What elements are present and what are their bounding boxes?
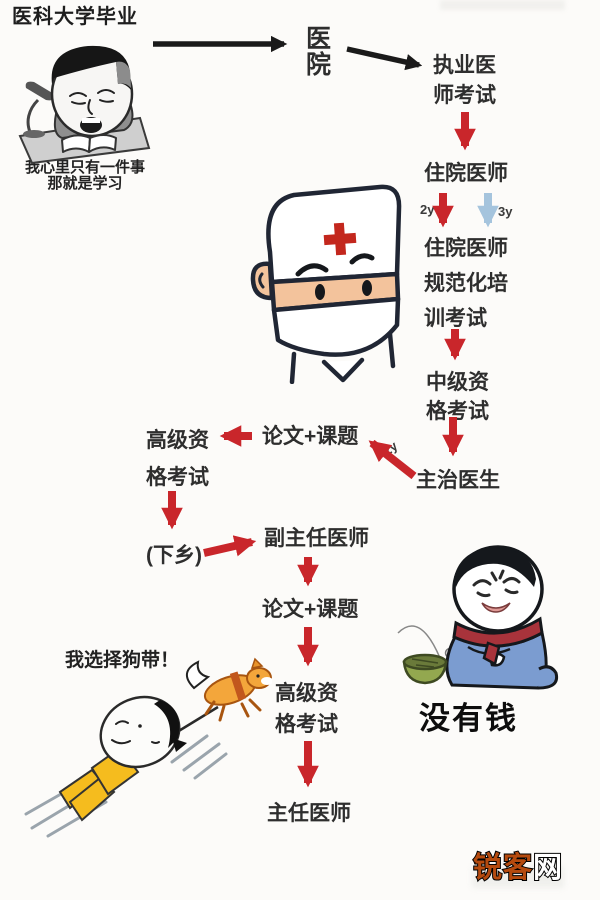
neck-right [387, 331, 396, 369]
node-resident-doctor: 住院医师 [424, 162, 508, 185]
desk-lamp-icon [23, 81, 55, 138]
hair [51, 45, 131, 90]
site-watermark: 锐客网 [472, 849, 564, 888]
arrow-hospital-to-licensing [346, 46, 423, 71]
person-hair [154, 700, 180, 748]
watermark-part1: 锐客 [472, 851, 534, 885]
faint-watermark-bottom [472, 866, 564, 888]
node-senior-exam-2: 高级资 格考试 [275, 682, 338, 736]
node-countryside: (下乡) [146, 544, 202, 567]
dog-harness [229, 671, 247, 701]
node-senior-exam-1: 高级资 格考试 [146, 429, 209, 489]
node-thesis-project-1: 论文+课题 [262, 425, 359, 448]
ear-inner [258, 272, 265, 289]
eye-right [362, 280, 372, 296]
eyebrows [295, 253, 375, 277]
folded-leg [537, 665, 559, 690]
begging-bowl [402, 653, 448, 685]
faint-watermark-top [440, 0, 565, 10]
scarf-knot [482, 641, 501, 666]
arrow-countryside-to-deputy [203, 535, 257, 557]
neck-left [289, 351, 297, 384]
crying-face [472, 569, 521, 598]
study-meme-caption: 我心里只有一件事 那就是学习 [24, 159, 145, 192]
node-deputy-chief-doctor: 副主任医师 [264, 527, 369, 550]
beggar-hair [454, 547, 536, 587]
node-intermediate-exam: 中级资 格考试 [426, 371, 489, 423]
dog [186, 657, 272, 722]
node-attending-doctor: 主治医生 [416, 469, 500, 492]
mouth [481, 602, 511, 613]
watermark-part2: 网 [532, 851, 564, 885]
arrow-attending-to-thesis1 [368, 439, 417, 480]
eye-left [315, 284, 325, 300]
dogdrag-meme-cartoon [24, 657, 272, 838]
leg-front [68, 776, 116, 822]
node-chief-doctor: 主任医师 [267, 802, 351, 825]
label-3y: 3y [498, 204, 513, 219]
node-licensing-exam: 执业医 师考试 [433, 54, 496, 107]
ear [250, 261, 275, 301]
label-2y: 2y [420, 202, 435, 217]
nurse-face-cartoon [250, 184, 402, 384]
dog-eye [256, 674, 260, 678]
hair-spike [172, 738, 187, 752]
node-standardized-training-exam: 住院医师 规范化培 训考试 [424, 237, 508, 330]
page-title: 医科大学毕业 [12, 6, 138, 28]
hair-highlight [116, 61, 131, 88]
face-features [69, 89, 115, 115]
coin-arc [397, 625, 441, 659]
beggar-meme-cartoon [397, 545, 559, 690]
node-thesis-project-2: 论文+课题 [262, 598, 359, 621]
open-book-icon [61, 134, 117, 153]
red-scarf [452, 616, 544, 648]
dog-snout [261, 677, 272, 685]
nomoney-meme-caption: 没有钱 [419, 701, 518, 736]
godie-meme-caption: 我选择狗带！ [65, 650, 180, 671]
flying-person [58, 695, 187, 822]
nurse-cap [266, 184, 402, 285]
person-face [111, 720, 160, 745]
node-hospital: 医 院 [306, 25, 332, 79]
dog-legs [204, 698, 262, 722]
teeth [82, 118, 100, 123]
collar [321, 357, 365, 383]
study-meme-cartoon [18, 45, 151, 164]
face-mask [271, 296, 401, 357]
dog-tail [186, 660, 211, 690]
red-cross-icon [323, 222, 357, 256]
dog-ear [250, 657, 264, 669]
